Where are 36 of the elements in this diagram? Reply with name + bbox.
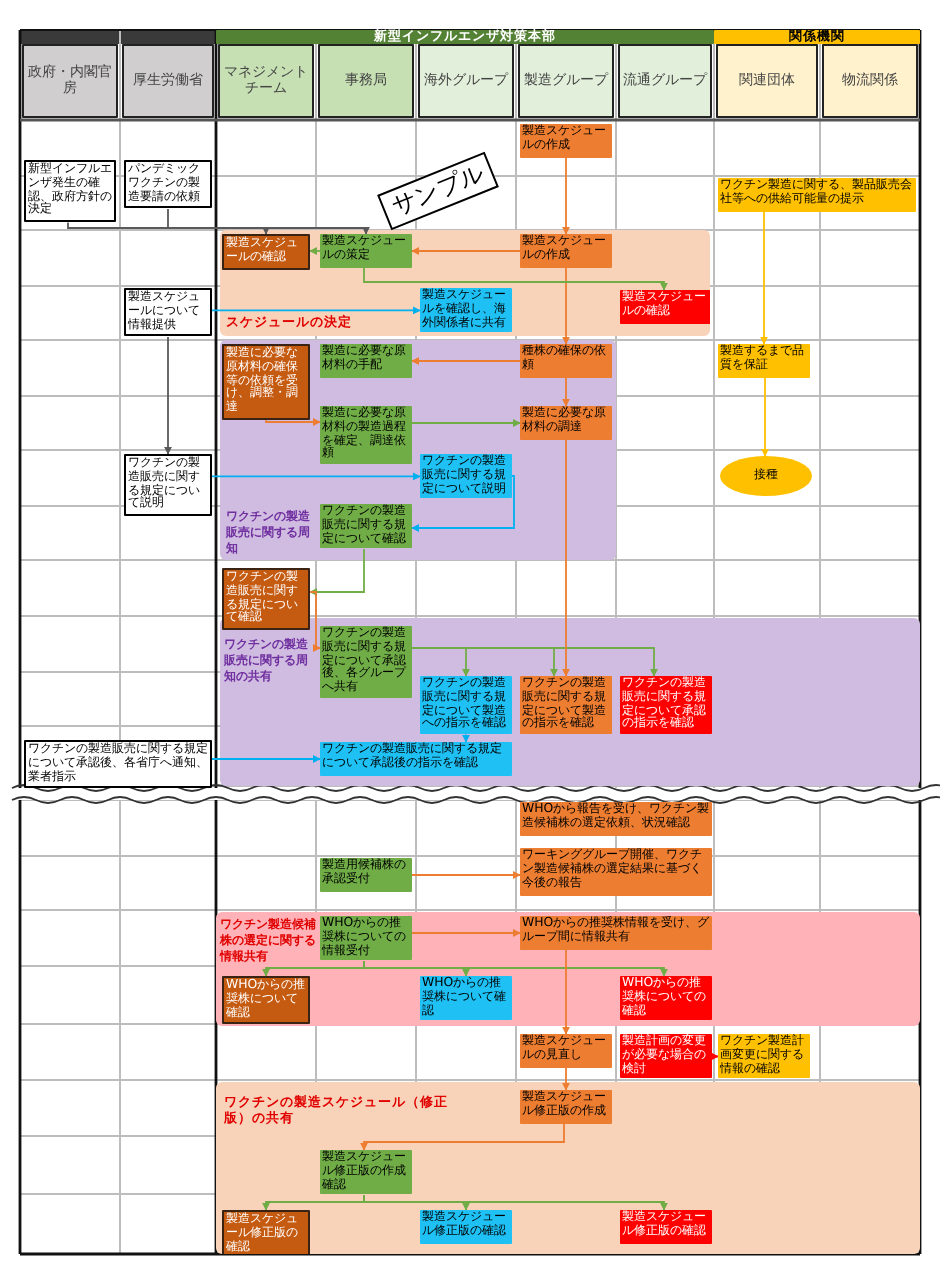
connector-arrow xyxy=(360,1123,565,1151)
highlight-band xyxy=(220,230,710,336)
connector-arrow xyxy=(363,267,668,291)
connector-arrow xyxy=(562,439,570,677)
connector-arrow xyxy=(265,418,321,426)
connector-arrow xyxy=(211,755,321,763)
connector-arrow xyxy=(411,929,521,937)
connector-arrow xyxy=(562,949,570,1035)
connector-arrow xyxy=(411,419,521,427)
connector-arrow xyxy=(309,247,321,255)
highlight-band xyxy=(220,618,920,786)
highlight-band xyxy=(216,912,920,1026)
connector-arrow xyxy=(211,472,421,481)
connector-arrow xyxy=(363,960,668,977)
connector-arrow xyxy=(562,267,570,345)
connector-arrow xyxy=(562,377,570,407)
connector-arrow xyxy=(761,377,769,457)
connector-arrow xyxy=(309,591,321,652)
connector-arrow xyxy=(411,247,521,255)
connector-arrow xyxy=(363,1194,668,1211)
highlight-band xyxy=(220,340,616,560)
connector-arrow xyxy=(309,548,365,596)
connector-arrow xyxy=(411,357,521,365)
connector-arrow xyxy=(710,1052,719,1061)
connector-arrow xyxy=(164,336,172,455)
connector-arrow xyxy=(760,211,768,345)
highlight-band xyxy=(216,1082,920,1254)
connector-arrow xyxy=(411,647,658,677)
connector-arrow xyxy=(411,871,521,879)
connector-arrow xyxy=(67,221,270,235)
connector-arrow xyxy=(411,475,515,532)
connector-arrow xyxy=(167,208,370,235)
connector-arrow xyxy=(562,1067,570,1091)
connector-arrow xyxy=(462,733,470,743)
connector-arrow xyxy=(211,306,421,315)
connector-arrow xyxy=(562,157,570,235)
